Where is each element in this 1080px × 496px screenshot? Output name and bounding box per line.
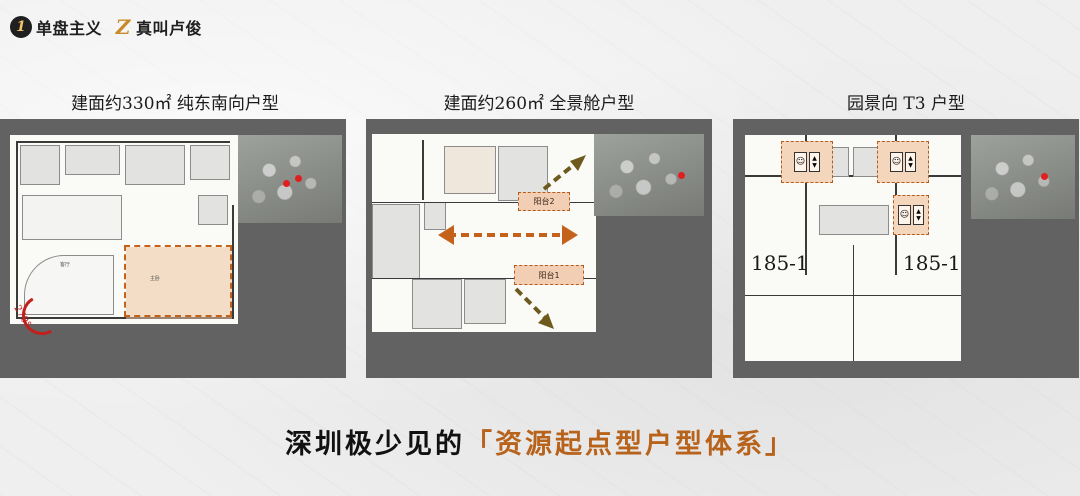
location-marker-icon — [295, 175, 302, 182]
balcony-2-label: 阳台2 — [518, 192, 570, 211]
floorplan-image: 客厅 主卧 — [10, 135, 238, 324]
tagline: 深圳极少见的「资源起点型户型体系」 — [0, 422, 1080, 461]
logo-mark-icon: 1 — [10, 16, 32, 38]
logo-zhenjiao: Z 真叫卢俊 — [114, 15, 202, 39]
tagline-accent: 「资源起点型户型体系」 — [465, 429, 795, 460]
balcony-1-label: 阳台1 — [514, 265, 584, 285]
card-title-2: 建面约260㎡ 全景舱户型 — [443, 94, 635, 114]
elevator-box: ☺ ▲▼ — [893, 195, 929, 235]
view-arrows-icon — [438, 155, 586, 329]
logo-text: 单盘主义 — [36, 19, 103, 38]
logo-bar: 1 单盘主义 Z 真叫卢俊 — [10, 14, 202, 40]
card-title-1: 建面约330㎡ 纯东南向户型 — [71, 94, 279, 114]
elevator-arrows-icon: ▲▼ — [913, 205, 924, 225]
elevator-person-icon: ☺ — [898, 205, 911, 225]
floorplan-panel-1: 客厅 主卧 270° — [0, 119, 346, 378]
elevator-person-icon: ☺ — [890, 152, 903, 172]
location-marker-icon — [678, 172, 685, 179]
elevator-arrows-icon: ▲▼ — [809, 152, 820, 172]
elevator-arrows-icon: ▲▼ — [905, 152, 916, 172]
unit-label-left: 185-1 — [751, 251, 809, 275]
floorplan-panel-2: 阳台2 阳台1 — [366, 119, 712, 378]
logo-mark-icon: Z — [115, 15, 131, 39]
site-map-image — [971, 135, 1075, 219]
elevator-box: ☺ ▲▼ — [877, 141, 929, 183]
site-map-image — [594, 134, 704, 216]
elevator-box: ☺ ▲▼ — [781, 141, 833, 183]
logo-text: 真叫卢俊 — [136, 19, 203, 38]
card-title-3: 园景向 T3 户型 — [847, 94, 965, 114]
tagline-main: 深圳极少见的 — [285, 429, 465, 460]
site-map-image — [238, 135, 342, 223]
location-marker-icon — [1041, 173, 1048, 180]
location-marker-icon — [283, 180, 290, 187]
logo-danpan: 1 单盘主义 — [10, 15, 102, 39]
elevator-person-icon: ☺ — [794, 152, 807, 172]
floorplan-panel-3: ☺ ▲▼ ☺ ▲▼ ☺ ▲▼ 185-1 185-1 — [733, 119, 1079, 378]
unit-label-right: 185-1 — [903, 251, 961, 275]
